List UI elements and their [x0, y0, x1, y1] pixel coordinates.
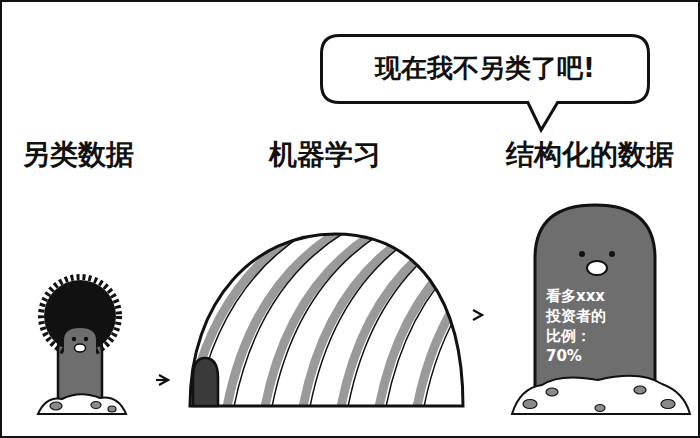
mole-eye	[84, 337, 88, 341]
igloo-rib-line	[309, 206, 479, 412]
stone	[661, 400, 675, 409]
afro-mole	[38, 277, 126, 414]
dirt-pile	[512, 376, 690, 414]
igloo-entrance	[193, 358, 218, 406]
stone	[595, 405, 605, 412]
stage-heading: 另类数据	[4, 138, 152, 172]
stone	[546, 388, 558, 396]
stone	[523, 400, 537, 409]
igloo-rib-line	[347, 206, 517, 412]
igloo-machine	[150, 206, 593, 412]
stage-heading: 机器学习	[172, 138, 478, 172]
body-label: 看多xxx 投资者的 比例： 70%	[546, 286, 616, 366]
stone	[91, 402, 101, 409]
flow-arrow	[156, 379, 168, 381]
mole-body	[535, 205, 655, 402]
mole-eye	[72, 337, 76, 341]
igloo-ribs	[150, 206, 593, 412]
stage-heading: 结构化的数据	[486, 138, 694, 172]
mole-nose	[587, 261, 607, 275]
stage-figure: 结构化的数据看多xxx 投资者的 比例： 70%	[486, 138, 694, 418]
igloo-rib-line	[385, 206, 555, 412]
mole-face	[64, 328, 96, 360]
stone	[108, 406, 116, 412]
stage-figure: 另类数据	[4, 138, 152, 418]
dirt-pile	[38, 394, 126, 414]
afro-fuzz	[41, 277, 119, 355]
igloo-outline	[190, 234, 463, 406]
stone	[634, 386, 646, 394]
mole-eye	[609, 251, 615, 257]
speech-bubble: 现在我不另类了吧!	[320, 34, 650, 104]
plain-mole	[512, 205, 690, 414]
mole-eye	[579, 251, 585, 257]
stone	[50, 402, 62, 410]
speech-text: 现在我不另类了吧!	[320, 34, 650, 85]
stage-figure: 机器学习	[172, 138, 478, 418]
mole-nose	[75, 344, 86, 352]
